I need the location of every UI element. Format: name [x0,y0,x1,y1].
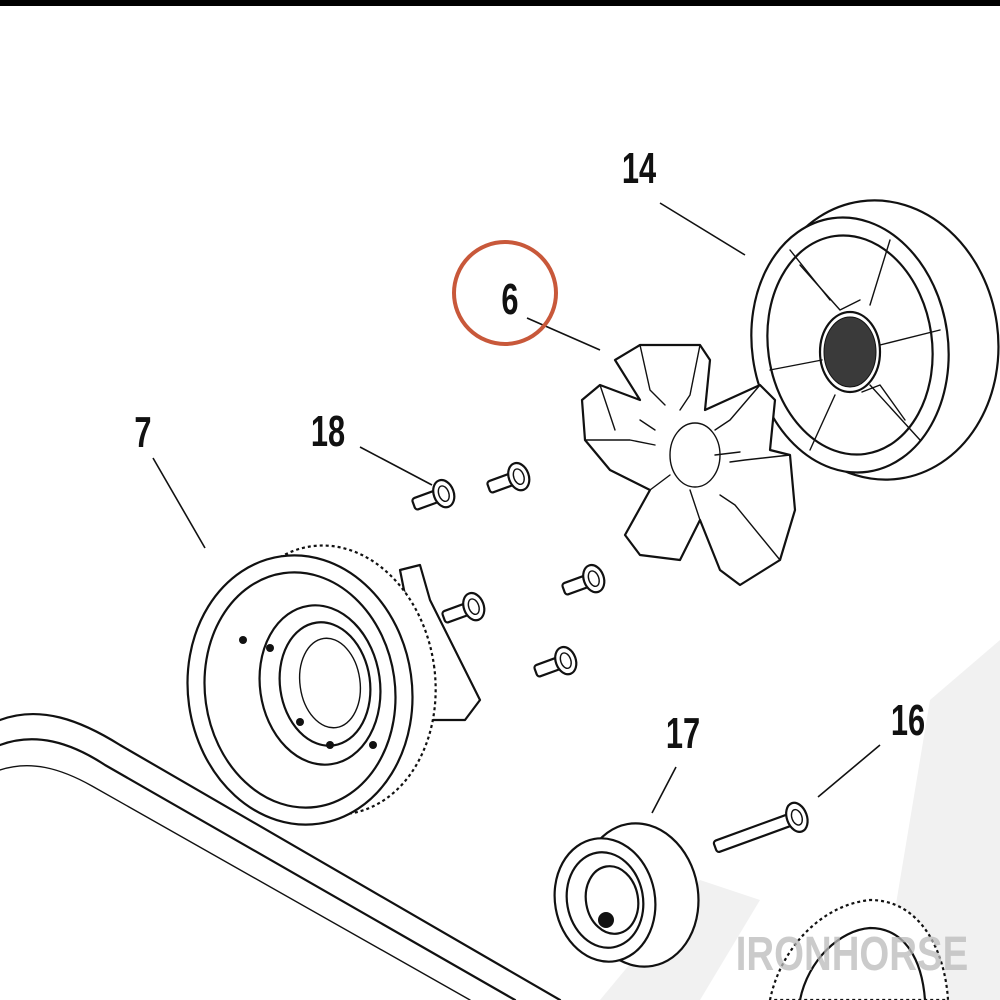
bolt-icon [561,563,606,596]
bolt-group [411,461,606,678]
callout-6: 6 [501,276,518,325]
callout-7: 7 [134,409,151,458]
rubber-cush-icon [580,343,797,587]
bolt-icon [411,478,456,511]
lower-gear-icon [768,898,950,1000]
callout-16: 16 [891,697,925,746]
leader-lines [152,202,881,814]
highlight-circle [452,240,558,346]
drive-pulley-icon [186,544,482,826]
drive-belt [0,712,562,1000]
callout-14: 14 [622,145,656,194]
top-border [0,0,1000,6]
callout-17: 17 [666,710,700,759]
callout-18: 18 [311,408,345,457]
bolt-icon [486,461,531,494]
bolt-icon [441,591,486,624]
bolt-icon [712,801,809,853]
watermark-text: IRONHORSE [736,928,968,981]
bolt-icon [533,645,578,678]
idler-pulley-icon [553,822,700,968]
cush-drive-housing-icon [750,199,1000,481]
